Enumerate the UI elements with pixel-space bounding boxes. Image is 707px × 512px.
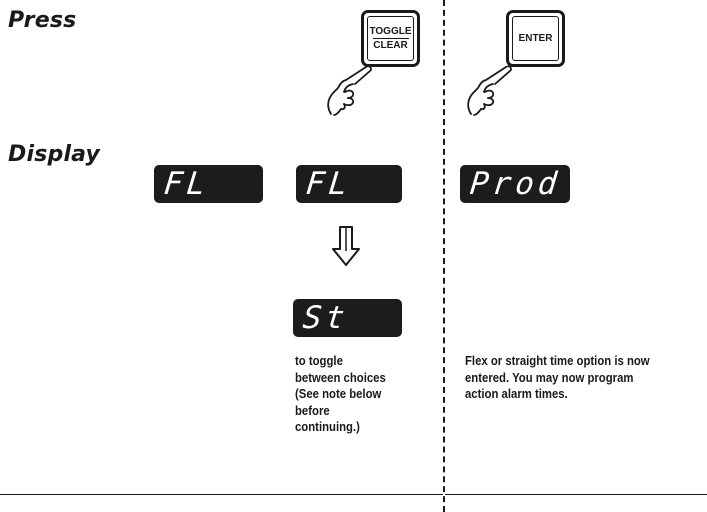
- lcd-display-initial: FL: [154, 165, 263, 203]
- down-arrow-icon: [331, 225, 361, 267]
- toggle-clear-key-face: TOGGLE CLEAR: [367, 16, 414, 61]
- enter-key[interactable]: ENTER: [506, 10, 565, 67]
- toggle-key-label: TOGGLE: [369, 26, 411, 37]
- lcd-display-enter: Prod: [460, 165, 570, 203]
- enter-key-label: ENTER: [519, 33, 553, 44]
- bottom-rule-left: [0, 494, 443, 495]
- toggle-clear-key[interactable]: TOGGLE CLEAR: [361, 10, 420, 67]
- display-row-label: Display: [8, 142, 100, 167]
- pointing-hand-icon: [462, 60, 522, 116]
- press-row-label: Press: [8, 8, 76, 33]
- clear-key-label: CLEAR: [373, 40, 407, 51]
- bottom-rule-right: [445, 494, 707, 495]
- dashed-divider: [443, 0, 445, 512]
- enter-instruction-note: Flex or straight time option is now ente…: [465, 353, 706, 403]
- lcd-readout: St: [301, 303, 350, 334]
- enter-key-face: ENTER: [512, 16, 559, 61]
- lcd-display-alternate: St: [293, 299, 402, 337]
- pointing-hand-icon: [322, 60, 382, 116]
- lcd-display-toggle: FL: [296, 165, 402, 203]
- lcd-readout: FL: [162, 169, 211, 200]
- lcd-readout: FL: [304, 169, 353, 200]
- key-label-divider: [373, 38, 409, 39]
- lcd-readout: Prod: [468, 169, 562, 200]
- toggle-instruction-note: to toggle between choices (See note belo…: [295, 353, 424, 436]
